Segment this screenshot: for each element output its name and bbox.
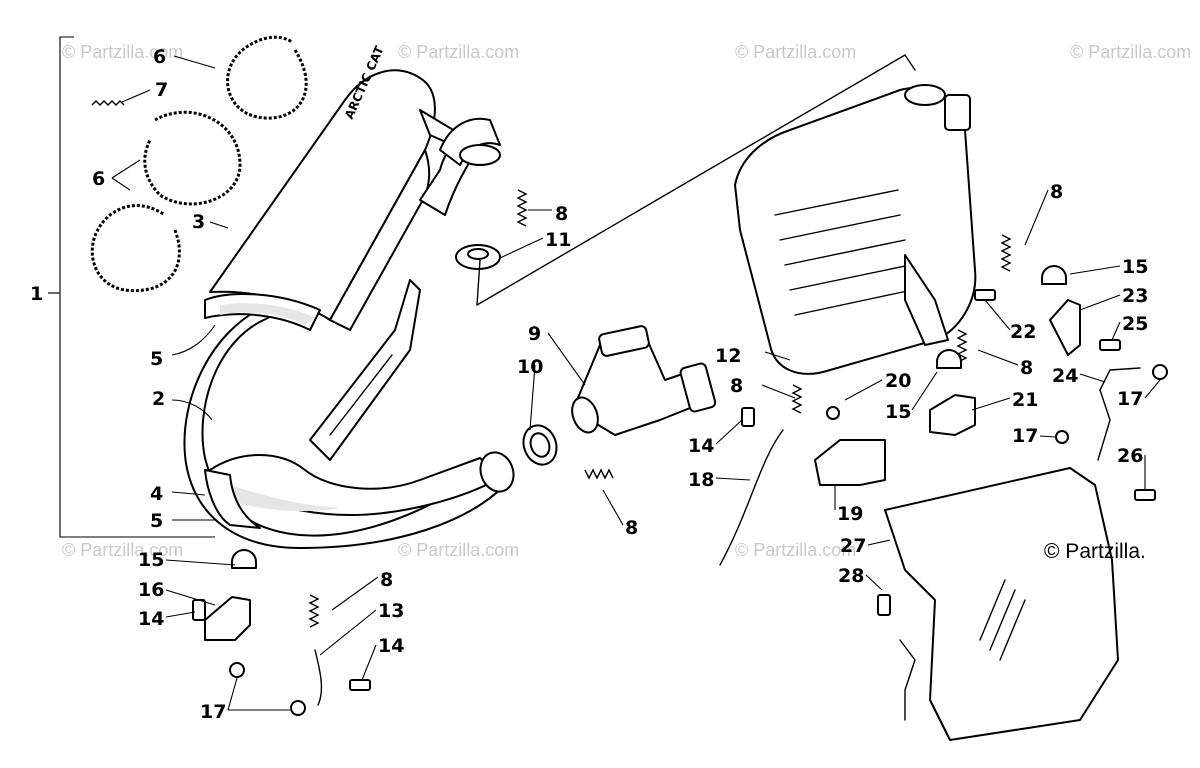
callout-14: 14 [688,435,714,457]
copyright-notice: © Partzilla. [1044,540,1146,563]
callout-6: 6 [153,46,166,68]
callout-5: 5 [150,510,163,532]
callout-8: 8 [380,569,393,591]
callout-18: 18 [688,469,714,491]
callout-12: 12 [715,345,741,367]
callout-13: 13 [378,600,404,622]
callout-24: 24 [1052,365,1078,387]
watermark: © Partzilla.com [398,42,519,62]
callout-28: 28 [838,565,864,587]
callout-8: 8 [625,517,638,539]
exhaust-pipe [183,304,515,549]
callout-3: 3 [192,211,205,233]
callout-7: 7 [155,79,168,101]
callout-11: 11 [545,229,571,251]
watermark: © Partzilla.com [735,540,856,560]
exhaust-manifold [571,325,717,436]
callout-1: 1 [30,283,43,305]
callout-10: 10 [517,356,543,378]
rubber-mounts [231,265,1067,569]
callout-17: 17 [1117,388,1143,410]
callout-17: 17 [200,701,226,723]
callout-22: 22 [1010,321,1036,343]
manifold-seal [522,424,558,466]
cables [314,367,1141,706]
callout-4: 4 [150,483,163,505]
callout-25: 25 [1122,313,1148,335]
callout-14: 14 [378,635,404,657]
pipe-heat-shield [309,279,421,461]
brackets [204,299,1081,641]
callout-8: 8 [1020,357,1033,379]
watermark: © Partzilla.com [398,540,519,560]
callout-20: 20 [885,370,911,392]
callout-21: 21 [1012,389,1038,411]
muffler: ARCTIC CAT [204,43,479,331]
callout-2: 2 [152,388,165,410]
callout-17: 17 [1012,425,1038,447]
callout-15: 15 [1122,256,1148,278]
tailpipe [439,117,501,166]
leader-lines [476,54,916,306]
callout-15: 15 [885,401,911,423]
watermark: © Partzilla.com [62,42,183,62]
callout-26: 26 [1117,445,1143,467]
callout-16: 16 [138,579,164,601]
callout-8: 8 [730,375,743,397]
lower-heat-shield [884,467,1119,741]
callout-leaders [48,55,1161,711]
callout-6: 6 [92,168,105,190]
grommet [455,244,501,270]
watermark: © Partzilla.com [62,540,183,560]
watermark: © Partzilla.com [1070,42,1191,62]
spring-small [91,100,125,106]
callout-8: 8 [1050,181,1063,203]
callout-5: 5 [150,348,163,370]
silencer-box [734,84,977,375]
callout-9: 9 [528,323,541,345]
callout-19: 19 [837,503,863,525]
callout-14: 14 [138,608,164,630]
springs [308,189,1012,628]
clamp-rings [90,35,308,293]
watermark: © Partzilla.com [735,42,856,62]
fasteners [192,289,1168,716]
watermark-layer: © Partzilla.com © Partzilla.com © Partzi… [62,42,1191,560]
callout-23: 23 [1122,285,1148,307]
callout-labels: 1 2 3 4 5 5 6 6 7 8 8 8 8 8 8 9 10 11 12… [30,46,1148,723]
callout-8: 8 [555,203,568,225]
callout-27: 27 [840,535,866,557]
callout-15: 15 [138,549,164,571]
